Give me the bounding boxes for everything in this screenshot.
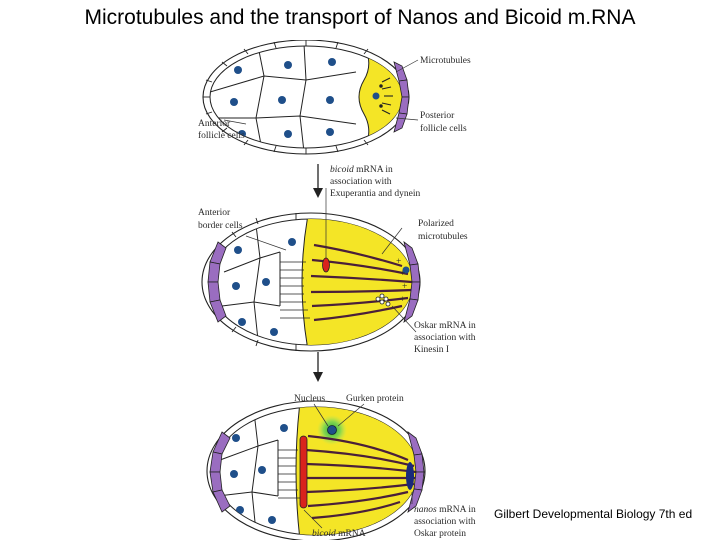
stage1-follicle-cells <box>203 40 369 154</box>
stage2-oskar-particles <box>375 293 391 307</box>
stage1-oocyte-nucleus <box>372 92 380 100</box>
figure-canvas: Microtubules Posterior follicle cells An… <box>198 39 476 542</box>
polarized-pointer <box>381 227 403 255</box>
stage3-nanos-mrna <box>406 462 414 490</box>
posterior-label-line1: Posterior <box>420 111 455 121</box>
bicoid-exuperantia-label-line1: bicoid mRNA in <box>330 165 393 175</box>
stage2-bicoid-mrna <box>322 257 330 273</box>
stage2-anterior-border-cells <box>207 241 227 323</box>
svg-text:+: + <box>396 257 401 267</box>
oskar-pointer <box>391 305 417 333</box>
svg-text:+: + <box>400 269 405 279</box>
stage2-follicle-cells <box>231 213 297 351</box>
border-label-line1: Anterior <box>198 208 231 218</box>
gurken-label: Gurken protein <box>346 394 404 404</box>
oogenesis-figure: Microtubules Posterior follicle cells An… <box>196 39 496 542</box>
stage2-plus-ends: + + + + <box>396 257 407 305</box>
stage3-bicoid-label: bicoid mRNA <box>312 529 366 539</box>
oskar-label-line3: Kinesin I <box>414 345 449 355</box>
svg-text:+: + <box>400 295 405 305</box>
slide-title: Microtubules and the transport of Nanos … <box>84 6 636 29</box>
svg-text:+: + <box>402 282 407 292</box>
nanos-label-line1: nanos mRNA in <box>414 505 476 515</box>
arrow-stage2-to-stage3 <box>313 352 323 382</box>
border-label-line2: border cells <box>198 221 243 231</box>
polarized-label-line2: microtubules <box>418 232 468 242</box>
stage2-border-cell-lines <box>280 261 310 319</box>
bicoid-exuperantia-label-line2: association with <box>330 177 392 187</box>
stage2-egg-chamber: + + + + Anterior border cells Polarized mi… <box>198 188 476 355</box>
border-cells-pointer <box>245 235 287 251</box>
stage3-bicoid-pointer <box>303 509 323 529</box>
stage3-border-cell-lines <box>278 449 300 499</box>
nucleus-label: Nucleus <box>294 394 325 404</box>
oskar-label-line1: Oskar mRNA in <box>414 321 476 331</box>
stage1-egg-chamber: Microtubules Posterior follicle cells An… <box>198 39 471 155</box>
stage3-microtubules <box>305 434 417 520</box>
stage2-nurse-cell-walls <box>221 224 281 341</box>
anterior-pointer <box>223 119 247 125</box>
posterior-label-line2: follicle cells <box>420 123 467 134</box>
stage2-polarized-microtubules <box>310 243 413 322</box>
posterior-pointer <box>395 117 419 121</box>
anterior-label-line1: Anterior <box>198 119 231 129</box>
nanos-label-line2: association with <box>414 517 476 527</box>
arrow-stage1-to-stage2 <box>313 164 323 198</box>
stage1-posterior-follicle-cells <box>393 61 410 133</box>
microtubules-label: Microtubules <box>420 56 471 66</box>
citation-credit: Gilbert Developmental Biology 7th ed <box>494 507 693 521</box>
microtubules-pointer <box>395 59 419 73</box>
stage3-bicoid-mrna <box>299 435 308 509</box>
bicoid-exuperantia-label-line3: Exuperantia and dynein <box>330 189 420 199</box>
stage1-microtubule-asters <box>379 77 393 115</box>
stage3-egg-chamber: Nucleus Gurken protein nanos mRNA in ass… <box>206 394 476 542</box>
oskar-label-line2: association with <box>414 333 476 343</box>
gurken-pointer <box>337 403 365 427</box>
stage3-posterior-follicle-cells <box>407 430 425 514</box>
polarized-label-line1: Polarized <box>418 219 454 229</box>
nucleus-pointer <box>313 403 329 427</box>
stage3-oocyte-nucleus <box>327 425 337 435</box>
nanos-label-line3: Oskar protein <box>414 529 466 539</box>
stage3-nurse-cell-walls <box>217 411 279 533</box>
stage2-posterior-follicle-cells <box>403 240 421 324</box>
stage3-anterior-border-cells <box>209 431 231 513</box>
anterior-label-line2: follicle cells <box>198 130 245 141</box>
